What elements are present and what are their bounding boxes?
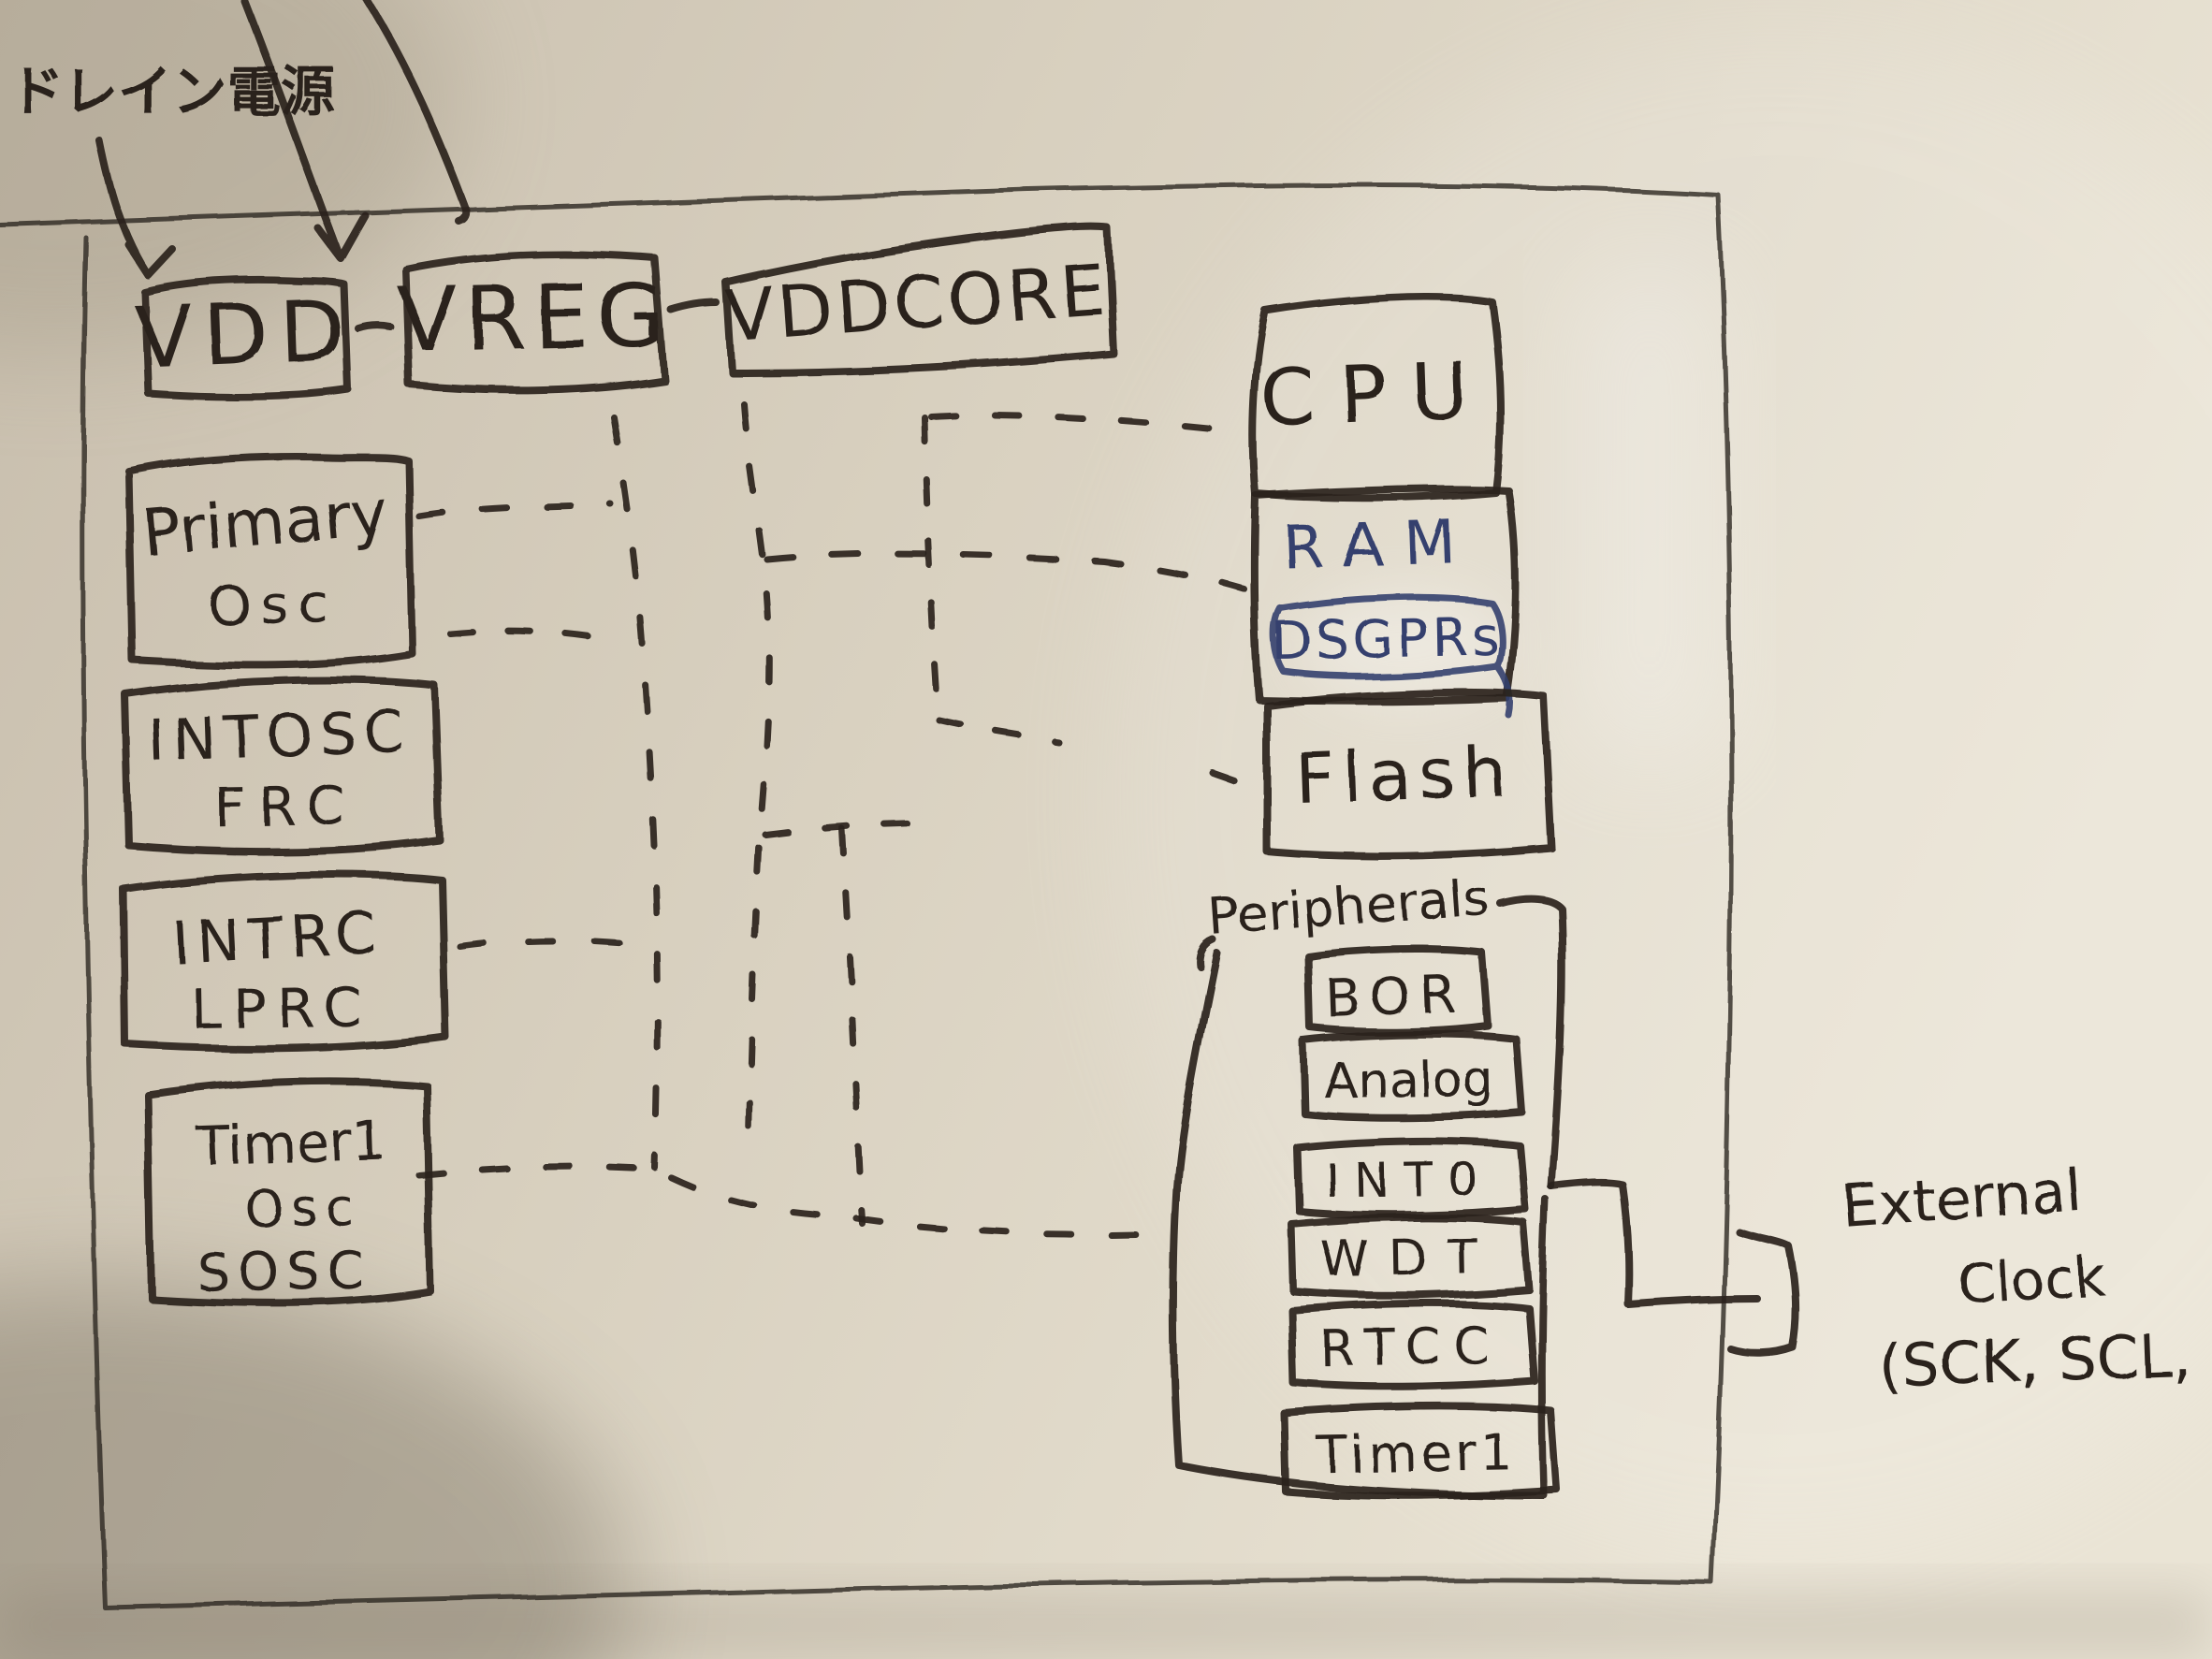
chip-outline — [0, 182, 1734, 1610]
int0-label: INT0 — [1325, 1151, 1493, 1208]
power-arrow-to-vdd — [95, 137, 176, 279]
int0-box — [1293, 1136, 1529, 1219]
analog-label: Analog — [1324, 1051, 1493, 1110]
external-connector-bracket — [1727, 1228, 1800, 1358]
vreg-box — [402, 251, 668, 395]
cpu-label: CPU — [1259, 344, 1494, 444]
glare-streak — [1579, 271, 1720, 758]
dashed-intosc-line — [447, 628, 610, 644]
wdt-box — [1288, 1213, 1533, 1300]
bor-label: BOR — [1324, 964, 1467, 1029]
intosc-label-line2: FRC — [213, 774, 357, 840]
intosc-box — [122, 676, 444, 856]
rtcc-box — [1288, 1299, 1538, 1391]
sweep-stroke — [363, 0, 470, 225]
primary-osc-label-line2: Osc — [207, 571, 338, 639]
dashed-link-mid — [762, 820, 939, 838]
glare-highlight — [1104, 28, 2212, 1563]
vdd-label: VDD — [133, 282, 357, 387]
vddcore-box — [722, 224, 1117, 376]
intrc-label-line2: LPRC — [191, 975, 372, 1041]
external-clock-wire — [1548, 1178, 1761, 1308]
peripherals-outline — [1170, 894, 1566, 1499]
timer1-osc-box — [144, 1077, 434, 1307]
vreg-label: VREG — [397, 265, 674, 371]
intrc-label-line1: INTRC — [170, 898, 385, 978]
analog-box — [1299, 1029, 1525, 1122]
dashed-line-to-cpu — [927, 412, 1248, 436]
vdd-box — [140, 276, 352, 400]
rtcc-label: RTCC — [1319, 1316, 1503, 1377]
external-clock-label-line1: External — [1840, 1156, 2085, 1241]
dashed-line-to-dsgprs — [764, 550, 1248, 593]
vreg-vddcore-link — [668, 299, 720, 314]
timer1-label: Timer1 — [1316, 1422, 1517, 1485]
corner-shadow-bottom-left — [0, 1282, 627, 1659]
corner-shadow-top-left — [0, 0, 458, 356]
dashed-intrc-line — [457, 937, 648, 951]
timer1-osc-label-line3: SOSC — [196, 1240, 371, 1303]
dashed-primary-osc-line — [415, 500, 614, 520]
external-clock-label-line3: (SCK, SCL, .. — [1877, 1319, 2212, 1402]
flash-box — [1263, 688, 1555, 860]
vdd-vreg-link — [356, 322, 395, 333]
intrc-box — [120, 870, 449, 1053]
wdt-label: WDT — [1320, 1229, 1498, 1288]
dashed-line-to-flash — [936, 717, 1248, 788]
power-supply-note-jp: ドレイン電源 — [9, 60, 335, 124]
flash-label: Flash — [1294, 732, 1516, 820]
intosc-label-line1: INTOSC — [147, 697, 413, 775]
power-arrow-to-vreg — [241, 0, 369, 262]
dashed-bus-right — [838, 825, 866, 1228]
timer1-osc-label-line2: Osc — [244, 1178, 361, 1239]
dashed-bus-mid — [921, 414, 941, 720]
bor-box — [1304, 945, 1492, 1036]
external-clock-label-line2: Clock — [1956, 1244, 2106, 1316]
dsgprs-label: DSGPRs — [1271, 607, 1504, 672]
ram-label: RAM — [1282, 507, 1477, 583]
timer1-box — [1280, 1402, 1561, 1500]
timer1-osc-label-line1: Timer1 — [195, 1108, 387, 1178]
primary-osc-box — [125, 452, 415, 669]
dashed-bus-vddcore — [740, 400, 773, 1143]
